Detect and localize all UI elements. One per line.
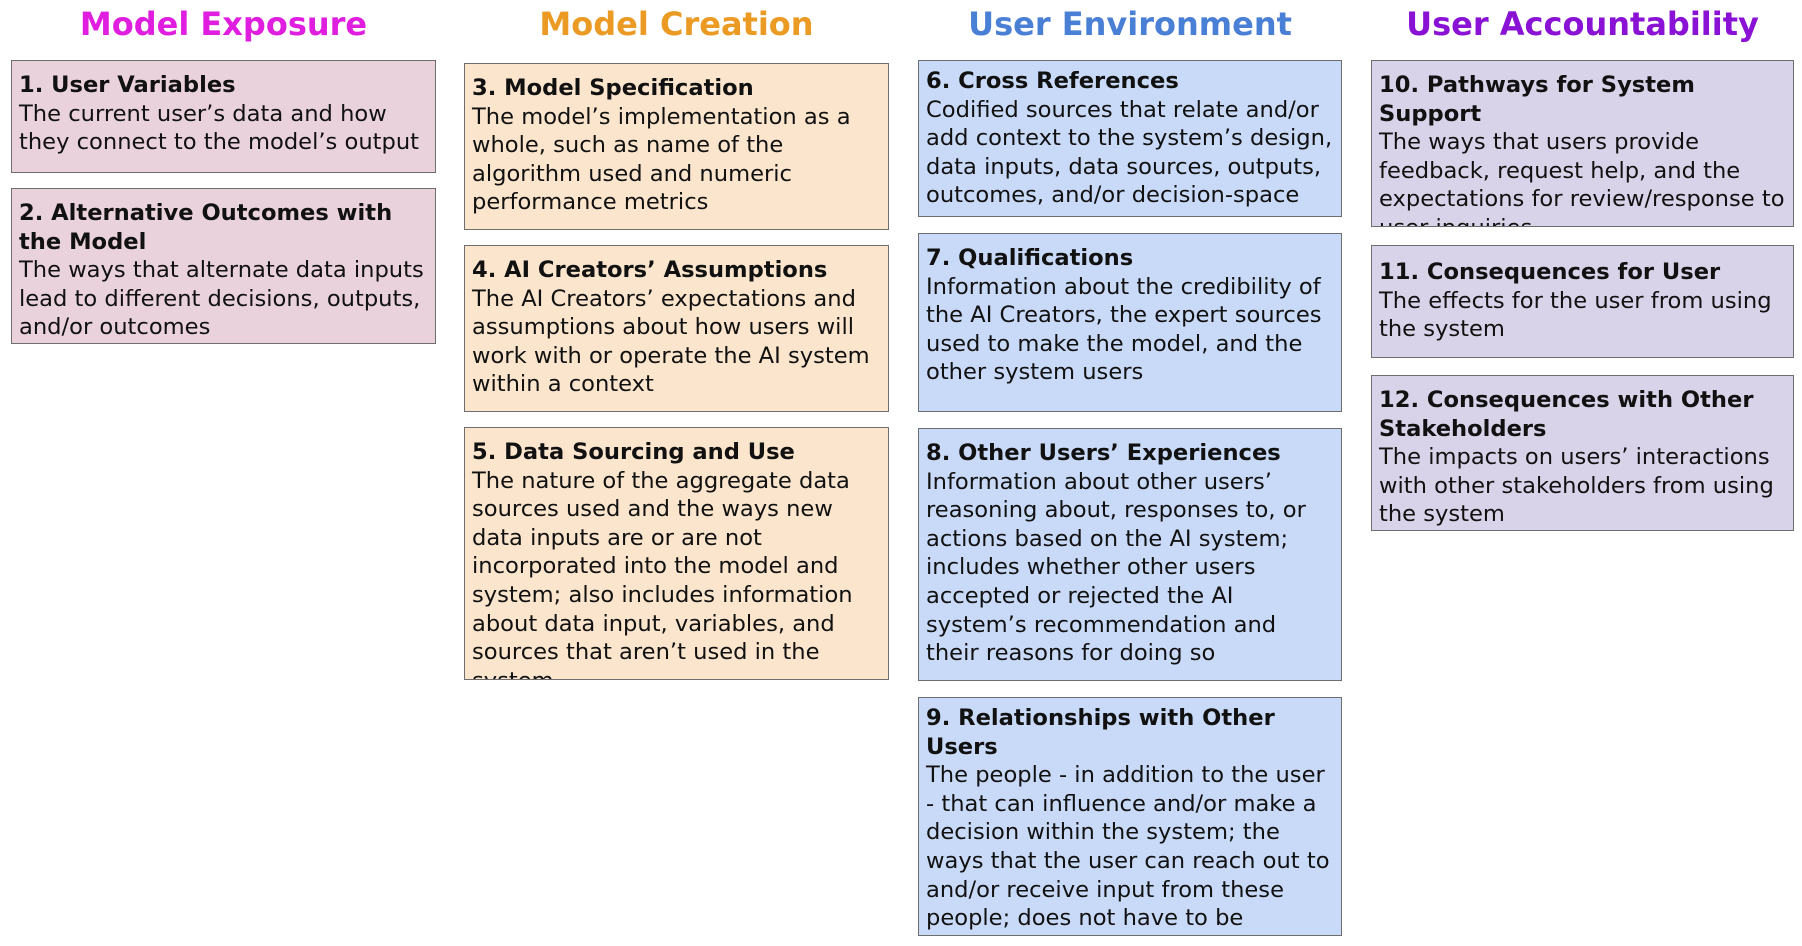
- card-title: 9. Relationships with Other Users: [926, 705, 1275, 760]
- card-consequences-with-other-stakeholders: 12. Consequences with Other Stakeholders…: [1371, 375, 1794, 531]
- column-heading-model-exposure: Model Exposure: [79, 5, 368, 43]
- card-description: The ways that alternate data inputs lead…: [19, 257, 424, 341]
- card-description: The AI Creators’ expectations and assump…: [472, 285, 870, 398]
- card-description: Codified sources that relate and/or add …: [926, 96, 1333, 209]
- card-relationships-with-other-users: 9. Relationships with Other Users The pe…: [918, 697, 1342, 936]
- card-pathways-for-system-support: 10. Pathways for System Support The ways…: [1371, 60, 1794, 227]
- card-title: 1. User Variables: [19, 72, 236, 98]
- card-user-variables: 1. User Variables The current user’s dat…: [11, 60, 436, 173]
- card-title: 7. Qualifications: [926, 245, 1134, 271]
- card-model-specification: 3. Model Specification The model’s imple…: [464, 63, 889, 230]
- card-consequences-for-user: 11. Consequences for User The effects fo…: [1371, 245, 1794, 358]
- column-heading-user-environment: User Environment: [968, 5, 1292, 43]
- card-description: The effects for the user from using the …: [1379, 287, 1772, 343]
- card-title: 4. AI Creators’ Assumptions: [472, 257, 828, 283]
- card-other-users-experiences: 8. Other Users’ Experiences Information …: [918, 428, 1342, 681]
- card-description: The impacts on users’ interactions with …: [1379, 444, 1774, 528]
- column-heading-user-accountability: User Accountability: [1406, 5, 1759, 43]
- card-title: 10. Pathways for System Support: [1379, 72, 1695, 127]
- card-title: 3. Model Specification: [472, 75, 754, 101]
- card-description: The people - in addition to the user - t…: [926, 762, 1330, 935]
- card-cross-references: 6. Cross References Codified sources tha…: [918, 60, 1342, 217]
- card-ai-creators-assumptions: 4. AI Creators’ Assumptions The AI Creat…: [464, 245, 889, 412]
- card-description: Information about the credibility of the…: [926, 273, 1322, 386]
- card-title: 5. Data Sourcing and Use: [472, 439, 795, 465]
- card-description: The ways that users provide feedback, re…: [1379, 129, 1785, 226]
- card-description: The nature of the aggregate data sources…: [472, 467, 853, 679]
- card-title: 8. Other Users’ Experiences: [926, 440, 1281, 466]
- card-title: 11. Consequences for User: [1379, 259, 1721, 285]
- card-alternative-outcomes: 2. Alternative Outcomes with the Model T…: [11, 188, 436, 344]
- card-data-sourcing-and-use: 5. Data Sourcing and Use The nature of t…: [464, 427, 889, 680]
- column-heading-model-creation: Model Creation: [539, 5, 814, 43]
- card-description: The model’s implementation as a whole, s…: [472, 103, 851, 216]
- card-title: 2. Alternative Outcomes with the Model: [19, 200, 393, 255]
- card-description: The current user’s data and how they con…: [19, 100, 420, 156]
- card-title: 12. Consequences with Other Stakeholders: [1379, 387, 1754, 442]
- card-description: Information about other users’ reasoning…: [926, 468, 1306, 667]
- card-title: 6. Cross References: [926, 68, 1179, 94]
- card-qualifications: 7. Qualifications Information about the …: [918, 233, 1342, 412]
